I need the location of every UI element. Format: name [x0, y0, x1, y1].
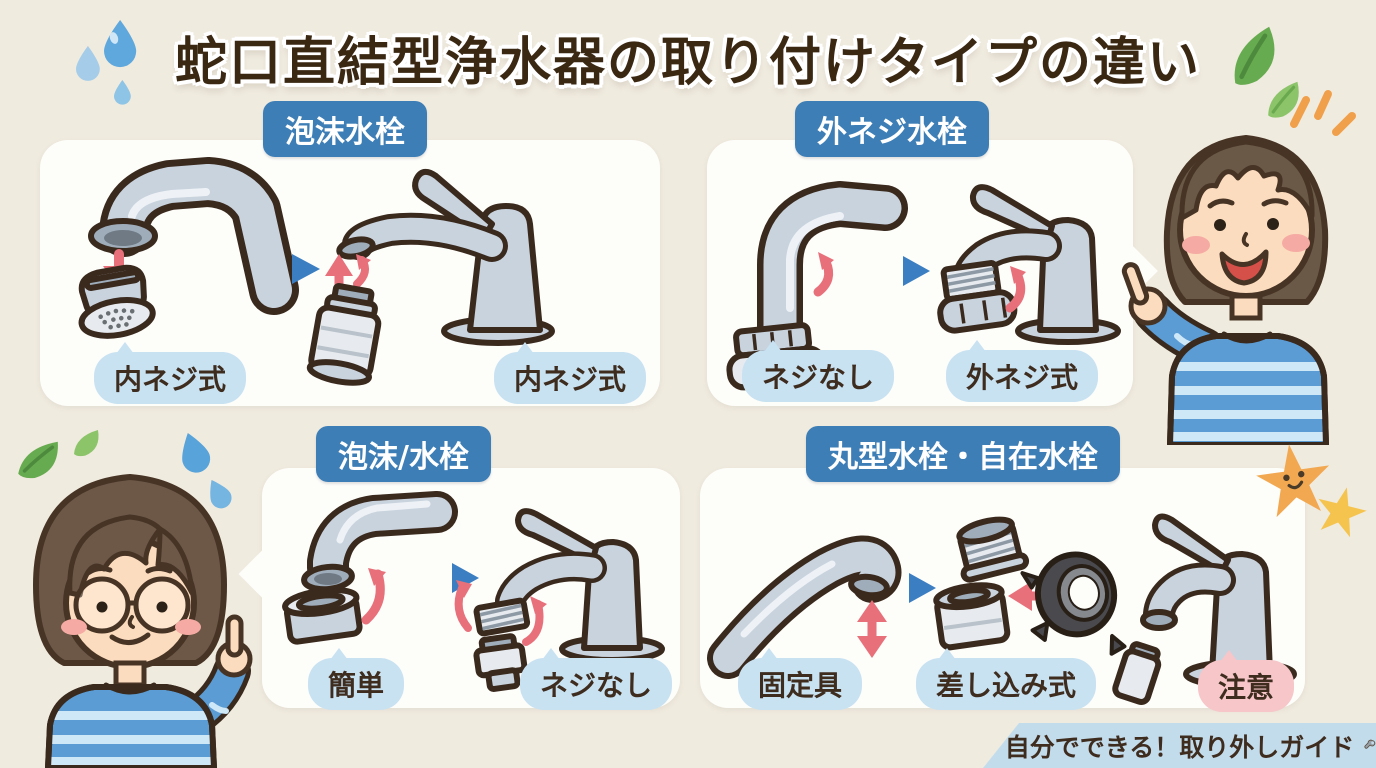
label-outer-thread: 外ネジ式 — [946, 340, 1099, 402]
rotate-arrow-icon — [454, 580, 547, 646]
girl-character — [33, 474, 253, 768]
panel1-illustration — [78, 157, 555, 386]
wrench-icon — [1364, 739, 1376, 749]
panel1-header: 泡沫水栓 — [263, 101, 427, 157]
boy-finger — [1121, 262, 1150, 306]
water-drops-icon — [76, 20, 137, 105]
faucet-lever-illustration — [495, 508, 665, 663]
panel4-illustration — [707, 513, 1297, 705]
star-face-icon — [1256, 444, 1330, 518]
girl-finger — [225, 614, 244, 658]
threaded-adapter-illustration — [937, 260, 1018, 334]
leaf-icon — [18, 430, 99, 479]
sparkle-icon — [1290, 90, 1356, 136]
thread-adapter-part-illustration — [956, 516, 1030, 583]
leaf-small — [1268, 81, 1299, 118]
faucet-spout-illustration — [301, 491, 458, 593]
panel2-illustration — [726, 181, 1121, 391]
boy-character — [1121, 135, 1330, 445]
rotate-arrow-icon — [1005, 266, 1026, 313]
panel3-illustration — [282, 491, 665, 692]
clip-part-illustration — [1109, 634, 1162, 705]
rotate-arrow-icon — [361, 568, 386, 625]
boy-mouth — [1219, 249, 1269, 286]
boy-shirt — [1166, 331, 1330, 445]
star-icon — [1318, 487, 1367, 538]
water-drops-icon — [182, 432, 232, 509]
label-inner-thread-1: 内ネジ式 — [94, 342, 247, 404]
cap-part-illustration — [282, 587, 363, 645]
label-warning: 注意 — [1198, 650, 1295, 712]
label-no-thread-2: ネジなし — [520, 648, 673, 710]
girl-face-features — [61, 566, 201, 645]
arrow-up-down-icon — [857, 600, 887, 658]
filter-cartridge-illustration — [306, 283, 382, 386]
rubber-ring-illustration — [1020, 551, 1118, 642]
boy-neck — [1229, 293, 1263, 321]
arrow-up-icon — [325, 254, 371, 291]
label-easy: 簡単 — [308, 648, 405, 710]
label-no-thread: ネジなし — [742, 340, 895, 402]
adapter-part-illustration — [473, 633, 528, 692]
step-arrow-icon — [909, 573, 936, 603]
page-title: 蛇口直結型浄水器の取り付けタイプの違い — [174, 33, 1201, 93]
boy-face-features — [1182, 198, 1310, 286]
rotate-arrow-icon — [813, 252, 834, 297]
footer-guide-banner: 自分でできる！取り外しガイド — [983, 723, 1376, 768]
girl-shirt — [44, 682, 218, 768]
footer-guide-text: 自分でできる！取り外しガイド — [1004, 732, 1355, 762]
aerator-part-illustration — [78, 264, 156, 339]
step-arrow-icon — [292, 254, 320, 284]
label-push-in: 差し込み式 — [916, 648, 1097, 710]
leaf-large — [1234, 26, 1275, 85]
threaded-end-illustration — [473, 597, 531, 637]
panel2-header: 外ネジ水栓 — [795, 101, 989, 157]
panel3-header: 泡沫/水栓 — [316, 426, 491, 482]
boy-fringe — [1179, 139, 1315, 221]
leaf-icon — [1234, 26, 1299, 118]
faucet-lever-illustration — [336, 168, 555, 346]
panel4-header: 丸型水栓・自在水栓 — [806, 426, 1120, 482]
step-arrow-icon — [903, 256, 930, 286]
faucet-elbow-illustration — [757, 181, 908, 353]
panel-aerator-cap-faucet — [262, 468, 680, 708]
girl-neck — [113, 660, 147, 688]
faucet-spout-illustration — [88, 157, 299, 315]
aerator-holes — [98, 308, 135, 330]
label-fixture: 固定具 — [738, 648, 863, 710]
wrench-icon — [983, 739, 995, 749]
gooseneck-spout-illustration — [707, 535, 902, 679]
cup-adapter-part-illustration — [933, 582, 1011, 651]
label-inner-thread-2: 内ネジ式 — [494, 342, 647, 404]
